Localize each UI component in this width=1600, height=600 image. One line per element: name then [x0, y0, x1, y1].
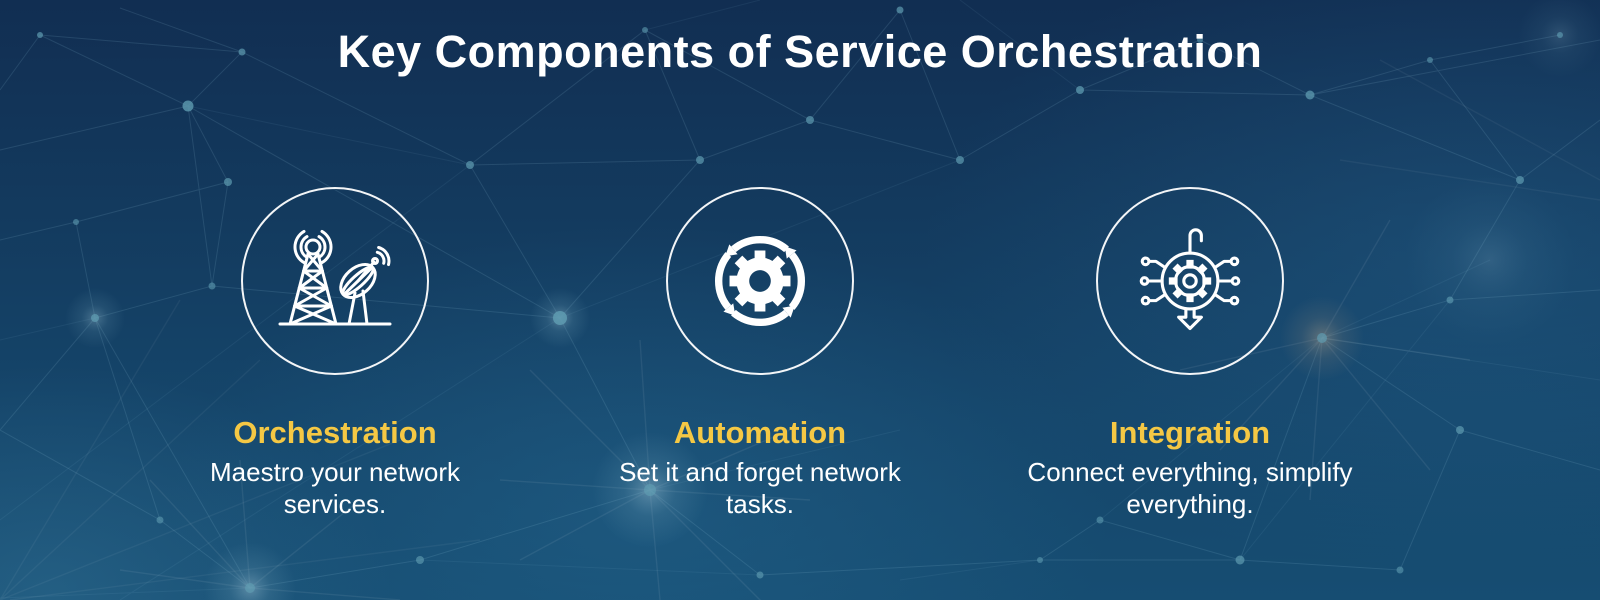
component-heading: Orchestration: [233, 415, 437, 450]
component-heading: Integration: [1109, 415, 1271, 450]
component-integration: Integration Connect everything, simplify…: [995, 187, 1385, 520]
component-orchestration: Orchestration Maestro your network servi…: [140, 187, 530, 520]
gear-cycle-arrows-icon: [715, 236, 805, 326]
component-description: Maestro your network services.: [210, 457, 460, 519]
integration-icon-circle: [1096, 187, 1284, 375]
orchestration-icon-circle: [241, 187, 429, 375]
component-automation: Automation Set it and forget network tas…: [565, 187, 955, 520]
automation-icon-circle: [666, 187, 854, 375]
gear-circuit-integration-icon: [1139, 228, 1241, 331]
component-description: Connect everything, simplify everything.: [1027, 457, 1353, 519]
page-title: Key Components of Service Orchestration: [337, 26, 1263, 77]
radio-tower-satellite-icon: [278, 229, 392, 326]
component-heading: Automation: [673, 415, 847, 450]
component-description: Set it and forget network tasks.: [619, 457, 901, 519]
